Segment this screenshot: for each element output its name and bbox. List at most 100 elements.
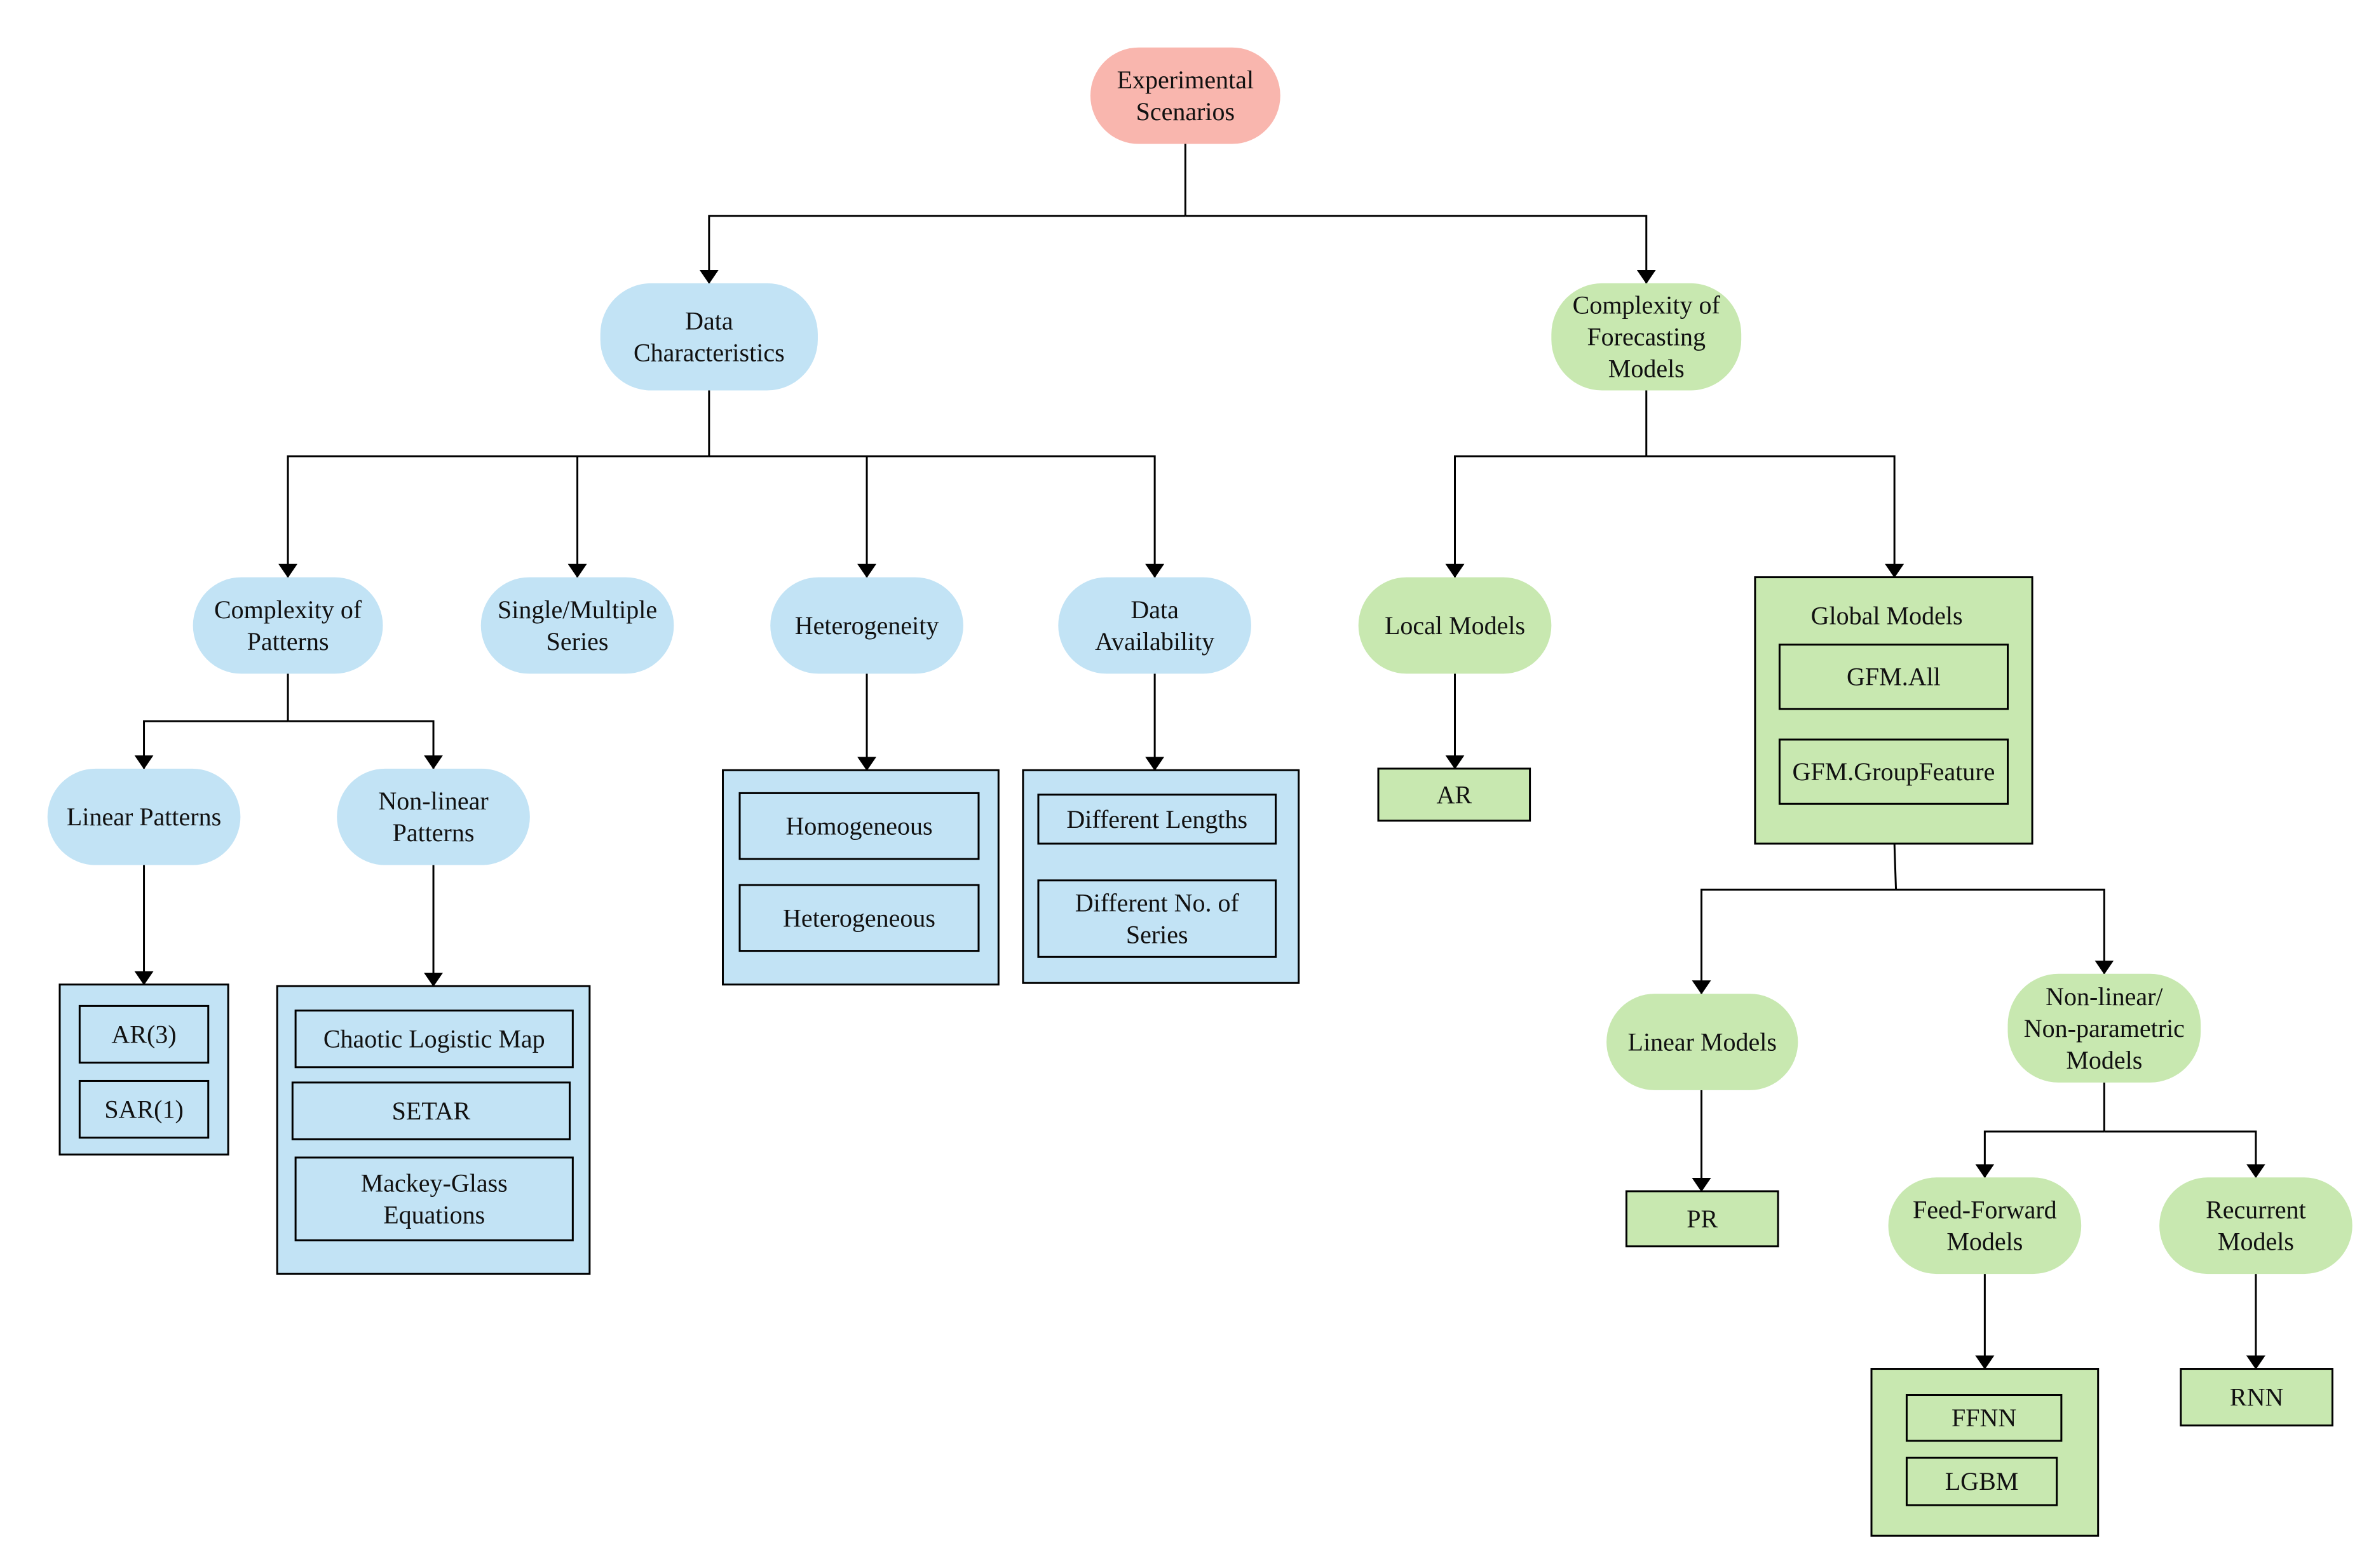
node-gfm-all: GFM.All	[1778, 644, 2009, 710]
ffnn-lgbm-container	[1870, 1368, 2100, 1537]
node-label: Patterns	[393, 818, 475, 847]
node-shape	[1606, 994, 1798, 1090]
node-shape	[738, 884, 980, 952]
node-shape	[1551, 283, 1742, 391]
node-label: Local Models	[1385, 611, 1525, 640]
node-label: Non-linear/	[2046, 982, 2163, 1011]
edge-root-to-models	[1185, 215, 1656, 284]
node-rnn: RNN	[2180, 1368, 2333, 1427]
node-label: Homogeneous	[785, 812, 932, 841]
node-shape	[78, 1004, 210, 1064]
node-homogeneous: Homogeneous	[738, 792, 980, 860]
node-label: Complexity of	[214, 595, 362, 624]
node-label: Mackey-Glass	[361, 1169, 508, 1198]
edge-nonlinear-to-recurrent	[2104, 1130, 2265, 1179]
node-shape	[1905, 1394, 2063, 1442]
edge-patterns-to-linear	[134, 720, 289, 769]
node-shape	[2180, 1368, 2333, 1427]
edge-global-trunk	[1893, 843, 1897, 890]
edge-data-to-avail	[709, 455, 1165, 578]
node-shape	[1625, 1190, 1779, 1248]
node-label: Scenarios	[1136, 97, 1235, 126]
node-label: Non-parametric	[2024, 1014, 2185, 1043]
node-shape	[1778, 738, 2009, 805]
node-shape	[1090, 47, 1280, 144]
node-gfm-group: GFM.GroupFeature	[1778, 738, 2009, 805]
node-label: Equations	[383, 1201, 485, 1229]
node-diff-lengths: Different Lengths	[1037, 794, 1277, 845]
node-shape	[480, 577, 674, 674]
node-shape	[600, 283, 818, 391]
node-ffnn: FFNN	[1905, 1394, 2063, 1442]
node-label: Characteristics	[634, 339, 785, 367]
node-label: Series	[546, 627, 609, 656]
node-label: Patterns	[247, 627, 329, 656]
node-label: Heterogeneity	[795, 611, 939, 640]
node-label: AR	[1437, 780, 1472, 809]
node-label: LGBM	[1945, 1467, 2019, 1496]
node-label: SETAR	[392, 1097, 471, 1125]
node-label: Recurrent	[2206, 1196, 2306, 1224]
node-shape	[1888, 1177, 2082, 1274]
node-label: GFM.GroupFeature	[1793, 757, 1995, 786]
node-label: Availability	[1095, 627, 1214, 656]
node-linear-patterns: Linear Patterns	[47, 768, 241, 865]
node-label: Chaotic Logistic Map	[323, 1025, 545, 1053]
node-complexity-patterns: Complexity of Patterns	[193, 577, 383, 674]
node-label: Data	[1130, 595, 1179, 624]
node-lgbm: LGBM	[1905, 1456, 2058, 1506]
node-shape	[770, 577, 963, 674]
node-ar3: AR(3)	[78, 1004, 210, 1064]
node-shape	[1037, 794, 1277, 845]
node-label: Data	[685, 307, 733, 335]
node-label: GFM.All	[1847, 663, 1941, 691]
node-shape	[291, 1081, 571, 1140]
node-heterogeneity: Heterogeneity	[770, 577, 963, 674]
node-label: Non-linear	[378, 787, 488, 815]
edge-data-to-patterns	[278, 455, 709, 578]
node-heterogeneous: Heterogeneous	[738, 884, 980, 952]
edge-models-to-global	[1646, 455, 1904, 578]
node-label: Global Models	[1811, 601, 1963, 630]
diagram-nodes: ExperimentalScenariosDataCharacteristics…	[47, 47, 2352, 1506]
node-label: FFNN	[1952, 1403, 2016, 1432]
connector-edges	[134, 144, 2265, 1370]
node-shape	[1377, 767, 1531, 822]
node-shape	[193, 577, 383, 674]
node-global-models: Global Models	[1811, 601, 1963, 630]
node-shape	[1778, 644, 2009, 710]
node-label: Different Lengths	[1066, 805, 1247, 834]
node-shape	[47, 768, 241, 865]
node-shape	[78, 1079, 210, 1139]
node-pr: PR	[1625, 1190, 1779, 1248]
node-label: Models	[1608, 355, 1685, 383]
node-shape	[1058, 577, 1251, 674]
node-shape	[337, 768, 530, 865]
node-label: Forecasting	[1587, 323, 1706, 351]
node-label: Different No. of	[1075, 889, 1240, 917]
node-label: SAR(1)	[104, 1095, 183, 1124]
node-label: Linear Patterns	[67, 802, 221, 831]
node-label: Single/Multiple	[498, 595, 657, 624]
node-shape	[2007, 973, 2201, 1083]
edge-models-to-local	[1445, 455, 1646, 578]
node-label: Models	[1946, 1227, 2023, 1256]
edge-root-to-data	[699, 215, 1186, 284]
node-sar1: SAR(1)	[78, 1079, 210, 1139]
node-label: RNN	[2230, 1383, 2283, 1412]
edge-global-to-nonlinear	[1896, 888, 2114, 975]
node-label: PR	[1687, 1205, 1718, 1233]
node-shape	[294, 1156, 574, 1241]
node-label: Feed-Forward	[1913, 1196, 2057, 1224]
edge-nonlinear-to-ffm	[1975, 1130, 2105, 1179]
node-shape	[738, 792, 980, 860]
